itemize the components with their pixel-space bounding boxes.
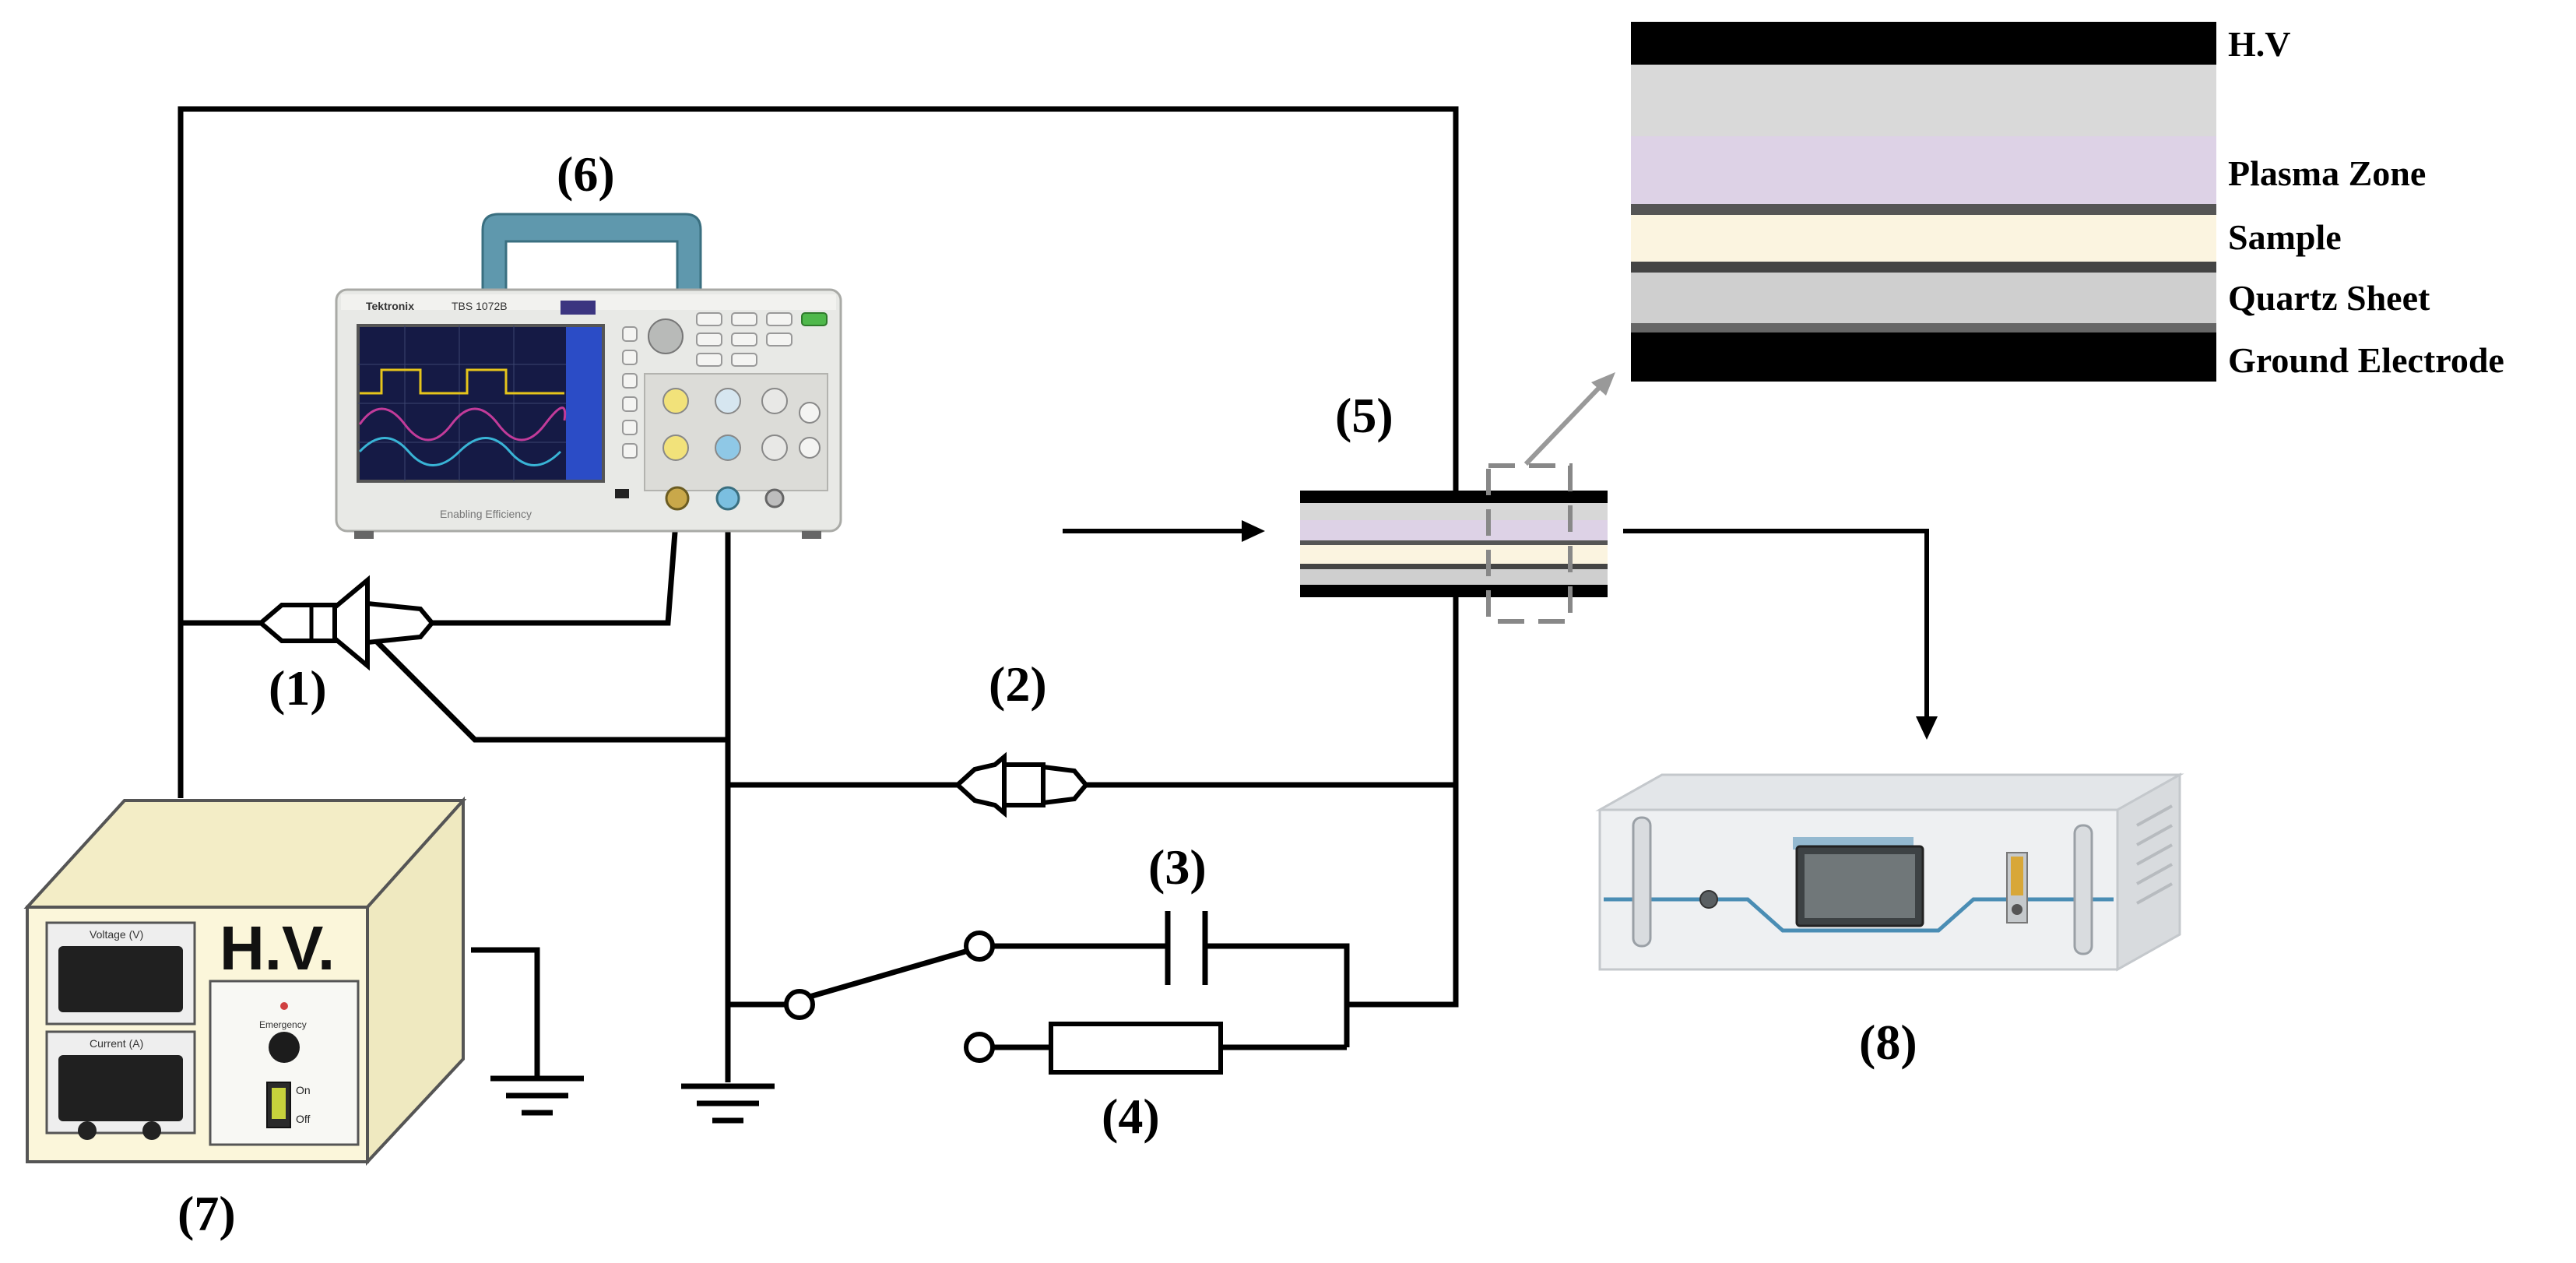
label-probe-1: (1) — [269, 660, 327, 716]
switch-contact-capacitor — [964, 931, 995, 962]
current-meter-label: Current (A) — [90, 1037, 143, 1050]
probe1-scope-wire — [432, 501, 680, 626]
analyzer-handle-left — [1632, 816, 1652, 948]
label-resistor: (4) — [1102, 1089, 1160, 1144]
oscilloscope-trace-2 — [358, 406, 567, 442]
layer-hv — [1631, 22, 2216, 65]
capacitor-symbol — [1165, 911, 1208, 985]
oscilloscope-ch1-connector — [665, 486, 690, 511]
power-switch-rocker — [272, 1088, 286, 1119]
oscilloscope-handle — [481, 213, 702, 294]
layer-label-hv: H.V — [2228, 24, 2291, 64]
oscilloscope: Tektronix TBS 1072B Enabling Efficiency — [335, 213, 842, 539]
current-display — [58, 1055, 183, 1121]
switch-arm — [809, 948, 966, 1000]
oscilloscope-ch2-connector — [715, 486, 740, 511]
reactor-plasma-zone — [1300, 520, 1608, 540]
oscilloscope-trace-1 — [360, 368, 564, 395]
output-terminal-2 — [142, 1121, 161, 1140]
label-reactor: (5) — [1335, 388, 1393, 443]
analyzer-stripe — [1604, 897, 2114, 933]
oscilloscope-brand: Tektronix — [366, 300, 414, 312]
hv-power-supply: H.V. Voltage (V) Current (A) Emergency O… — [23, 796, 467, 1166]
emergency-button — [269, 1032, 300, 1063]
oscilloscope-footer: Enabling Efficiency — [440, 508, 532, 520]
layer-sample — [1631, 215, 2216, 262]
layer-ground-electrode — [1631, 332, 2216, 382]
switch-contact-resistor — [964, 1032, 995, 1063]
layer-label-quartz-sheet: Quartz Sheet — [2228, 278, 2430, 318]
oscilloscope-ext-connector — [764, 488, 785, 508]
output-terminal-1 — [78, 1121, 97, 1140]
label-power-supply: (7) — [177, 1186, 236, 1241]
label-probe-2: (2) — [989, 656, 1047, 712]
label-oscilloscope: (6) — [557, 146, 615, 202]
label-analyzer: (8) — [1859, 1015, 1917, 1070]
oscilloscope-knob-main — [648, 318, 684, 354]
label-capacitor: (3) — [1148, 839, 1207, 895]
circuit-wires — [177, 106, 1459, 1082]
analyzer-handle-right — [2073, 824, 2093, 955]
emergency-label: Emergency — [259, 1019, 307, 1030]
on-label: On — [296, 1084, 311, 1096]
layer-label-ground-electrode: Ground Electrode — [2228, 340, 2504, 380]
switch-pivot — [784, 989, 815, 1020]
hv-wire-loop — [177, 106, 1459, 1008]
power-indicator — [280, 1002, 288, 1010]
off-label: Off — [296, 1113, 311, 1125]
plasma-reactor — [1300, 463, 1608, 624]
voltage-meter-label: Voltage (V) — [90, 928, 143, 941]
gas-analyzer — [1595, 772, 2184, 972]
reactor-ground-electrode — [1300, 585, 1608, 597]
hv-ground-wire — [471, 947, 540, 1078]
analyzer-button — [1699, 890, 1718, 909]
analyzer-screen — [1805, 854, 1915, 918]
zoom-region-box — [1486, 463, 1573, 624]
ground-symbol-central — [681, 1083, 775, 1124]
outlet-arrow — [1623, 529, 1938, 740]
hv-supply-title: H.V. — [220, 913, 335, 983]
reactor-quartz-sheet — [1300, 569, 1608, 585]
zoom-arrow — [1523, 372, 1615, 466]
oscilloscope-model: TBS 1072B — [452, 300, 508, 312]
reactor-hv-electrode — [1300, 491, 1608, 503]
layer-label-plasma-zone: Plasma Zone — [2228, 153, 2426, 193]
reactor-sample — [1300, 545, 1608, 564]
capacitor-right-wire — [1205, 943, 1350, 1047]
voltage-display — [58, 946, 183, 1012]
probe1-ground-lead — [364, 628, 728, 743]
ground-symbol-hv — [490, 1075, 584, 1116]
probe-2 — [954, 751, 1089, 818]
resistor-symbol — [1049, 1022, 1223, 1075]
oscilloscope-trace-3 — [358, 437, 562, 466]
zoomed-layer-view — [1631, 22, 2216, 382]
layer-plasma-zone — [1631, 136, 2216, 213]
probe-1 — [257, 575, 435, 671]
gas-inlet-arrow — [1063, 520, 1265, 542]
layer-label-sample: Sample — [2228, 217, 2342, 257]
oscilloscope-badge — [561, 301, 596, 315]
